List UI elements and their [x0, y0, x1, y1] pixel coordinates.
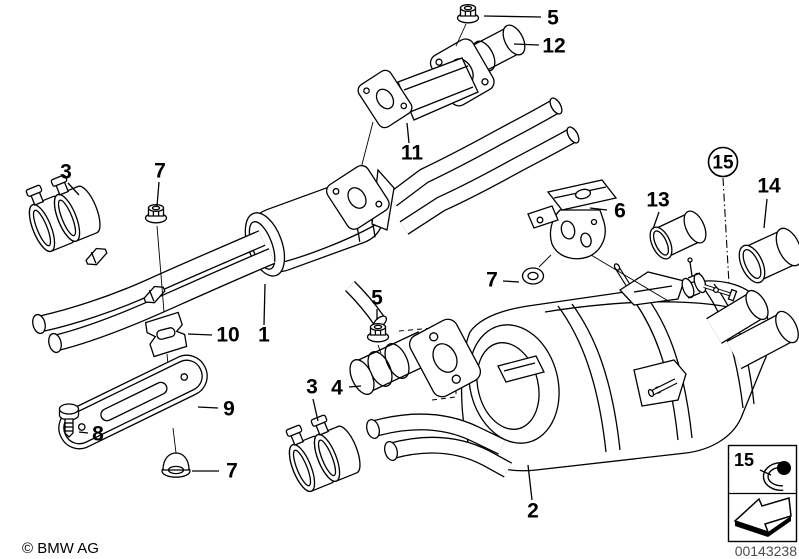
callout-5[interactable]: 5 — [371, 287, 383, 310]
callout-8[interactable]: 8 — [92, 423, 104, 446]
part-5-nut — [366, 322, 390, 343]
callout-5[interactable]: 5 — [547, 7, 559, 30]
part-2-rear-muffler — [366, 257, 799, 478]
callout-3[interactable]: 3 — [306, 376, 318, 399]
callout-3[interactable]: 3 — [60, 161, 72, 184]
circlip-icon — [759, 461, 791, 492]
document-number: 00143238 — [735, 543, 798, 559]
part-3-clamp — [277, 407, 366, 496]
legend-item-number: 15 — [734, 450, 754, 470]
part-13-tailpipe-tip — [649, 210, 707, 260]
callout-6[interactable]: 6 — [614, 200, 626, 223]
callout-2[interactable]: 2 — [527, 500, 539, 523]
part-15-clamp-detail — [681, 257, 738, 302]
callout-10[interactable]: 10 — [216, 324, 239, 347]
part-14-tailpipe-tip — [738, 227, 799, 284]
callout-15[interactable]: 15 — [712, 153, 734, 174]
copyright-note: © BMW AG — [22, 540, 99, 557]
part-5-nut — [456, 3, 480, 24]
part-7-grommet — [521, 267, 545, 285]
part-9-bracket-plate — [58, 354, 208, 450]
callout-7[interactable]: 7 — [226, 460, 238, 483]
part-7-nut — [144, 203, 168, 224]
callout-13[interactable]: 13 — [646, 189, 669, 212]
direction-arrow-icon — [733, 497, 792, 537]
callout-9[interactable]: 9 — [223, 398, 235, 421]
callout-12[interactable]: 12 — [542, 35, 565, 58]
callout-7[interactable]: 7 — [154, 160, 166, 183]
part-10-rubber-mount — [144, 311, 188, 358]
callout-7[interactable]: 7 — [486, 269, 498, 292]
part-7-cap-nut — [161, 452, 191, 478]
part-1-centre-muffler — [32, 164, 395, 354]
leader-lines — [67, 15, 768, 501]
legend-box[interactable]: 15 — [727, 444, 798, 543]
part-11-bracket — [357, 57, 479, 129]
front-pipes — [387, 97, 580, 235]
callout-11[interactable]: 11 — [401, 142, 424, 165]
callout-4[interactable]: 4 — [331, 377, 343, 400]
callouts: 5 12 11 3 7 10 1 9 8 7 5 3 4 6 7 13 14 2 — [60, 7, 781, 523]
callout-14[interactable]: 14 — [757, 175, 781, 198]
callout-1[interactable]: 1 — [258, 324, 270, 347]
callout-15-circle[interactable]: 15 — [707, 146, 739, 285]
part-4-rear-pipe-stub — [349, 318, 482, 401]
part-8-screw — [58, 403, 80, 438]
part-6-rubber-mount-bracket — [527, 179, 618, 260]
